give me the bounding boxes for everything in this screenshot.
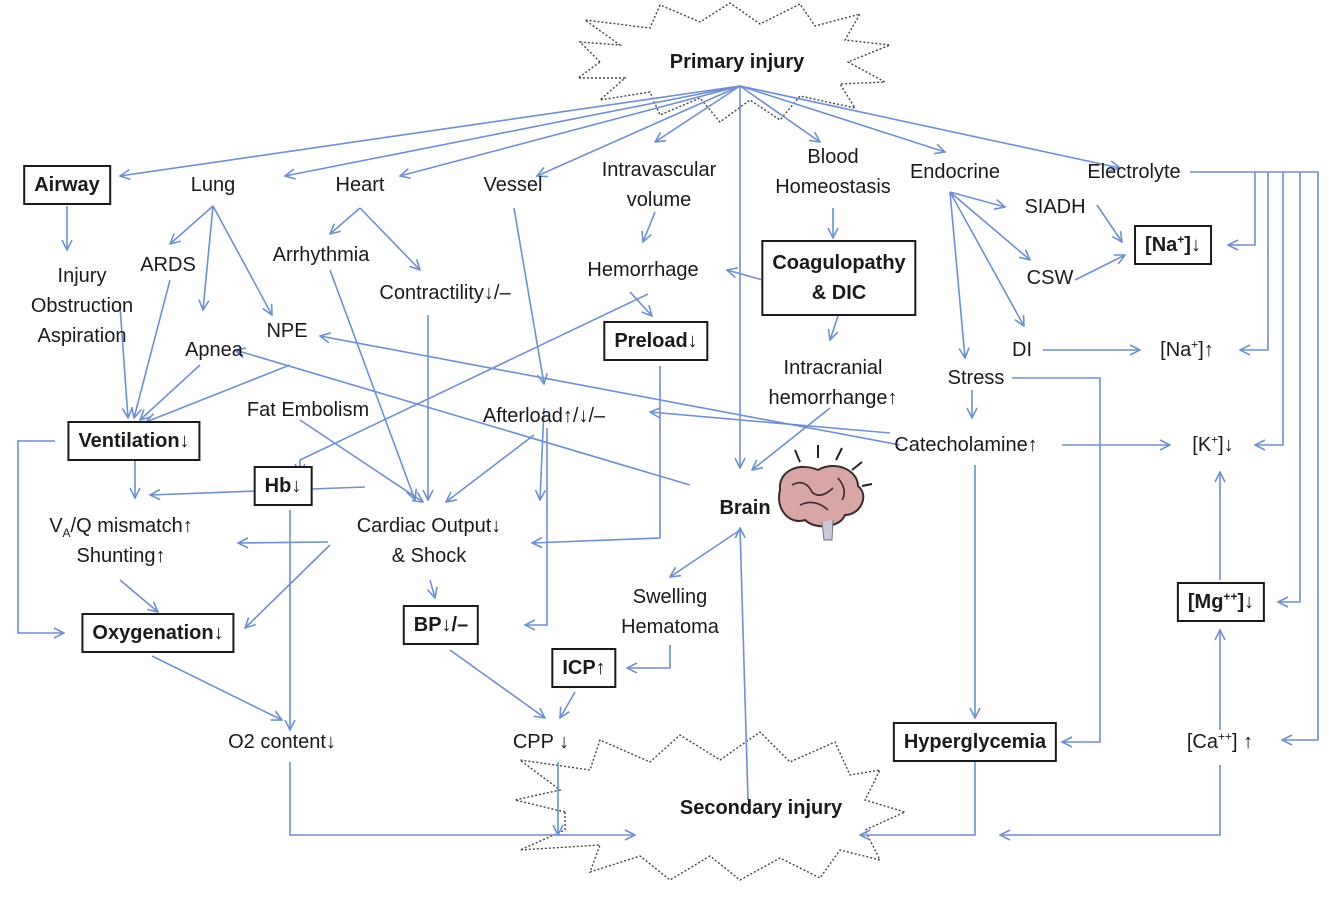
contractility-node: Contractility↓/– <box>379 282 511 304</box>
o2-content-node: O2 content↓ <box>228 731 336 753</box>
siadh-node: SIADH <box>1024 196 1086 218</box>
csw-node: CSW <box>1026 267 1074 289</box>
ards-node: ARDS <box>140 254 196 276</box>
oxygenation-node: Oxygenation↓ <box>81 613 235 653</box>
ventilation-node: Ventilation↓ <box>67 421 201 461</box>
heart-node: Heart <box>335 174 385 196</box>
cardiac-output-node: Cardiac Output↓& Shock <box>356 515 502 567</box>
hemorrhage-node: Hemorrhage <box>587 259 699 281</box>
cpp-node: CPP ↓ <box>512 731 570 753</box>
icp-node: ICP↑ <box>551 648 617 688</box>
hyperglycemia-node: Hyperglycemia <box>892 722 1058 762</box>
npe-node: NPE <box>266 320 308 342</box>
na-high-node: [Na+]↑ <box>1160 337 1214 361</box>
coagulopathy-node: Coagulopathy& DIC <box>761 240 917 316</box>
electrolyte-node: Electrolyte <box>1087 161 1181 183</box>
catecholamine-node: Catecholamine↑ <box>894 434 1038 456</box>
afterload-node: Afterload↑/↓/– <box>482 405 606 427</box>
arrows <box>17 85 1319 835</box>
arrhythmia-node: Arrhythmia <box>272 244 370 266</box>
fat-embolism-node: Fat Embolism <box>246 399 370 421</box>
bp-node: BP↓/– <box>402 605 480 645</box>
apnea-node: Apnea <box>185 339 243 361</box>
k-low-node: [K+]↓ <box>1192 432 1234 456</box>
secondary-injury-label: Secondary injury <box>679 797 843 819</box>
preload-node: Preload↓ <box>603 321 709 361</box>
brain-label: Brain <box>719 497 771 519</box>
hb-node: Hb↓ <box>253 466 313 506</box>
stress-node: Stress <box>947 367 1005 389</box>
primary-injury-label: Primary injury <box>669 51 805 73</box>
vq-mismatch-node: VA/Q mismatch↑ Shunting↑ <box>49 515 193 567</box>
secondary-injury-burst <box>514 731 907 881</box>
na-low-node: [Na+]↓ <box>1134 225 1212 265</box>
primary-injury-burst <box>575 2 891 123</box>
lung-node: Lung <box>190 174 236 196</box>
mg-low-node: [Mg++]↓ <box>1176 582 1266 622</box>
brain-icon <box>778 445 873 541</box>
vessel-node: Vessel <box>483 174 543 196</box>
ca-high-node: [Ca++] ↑ <box>1186 729 1254 753</box>
endocrine-node: Endocrine <box>909 161 1001 183</box>
airway-node: Airway <box>23 165 111 205</box>
di-node: DI <box>1012 339 1032 361</box>
